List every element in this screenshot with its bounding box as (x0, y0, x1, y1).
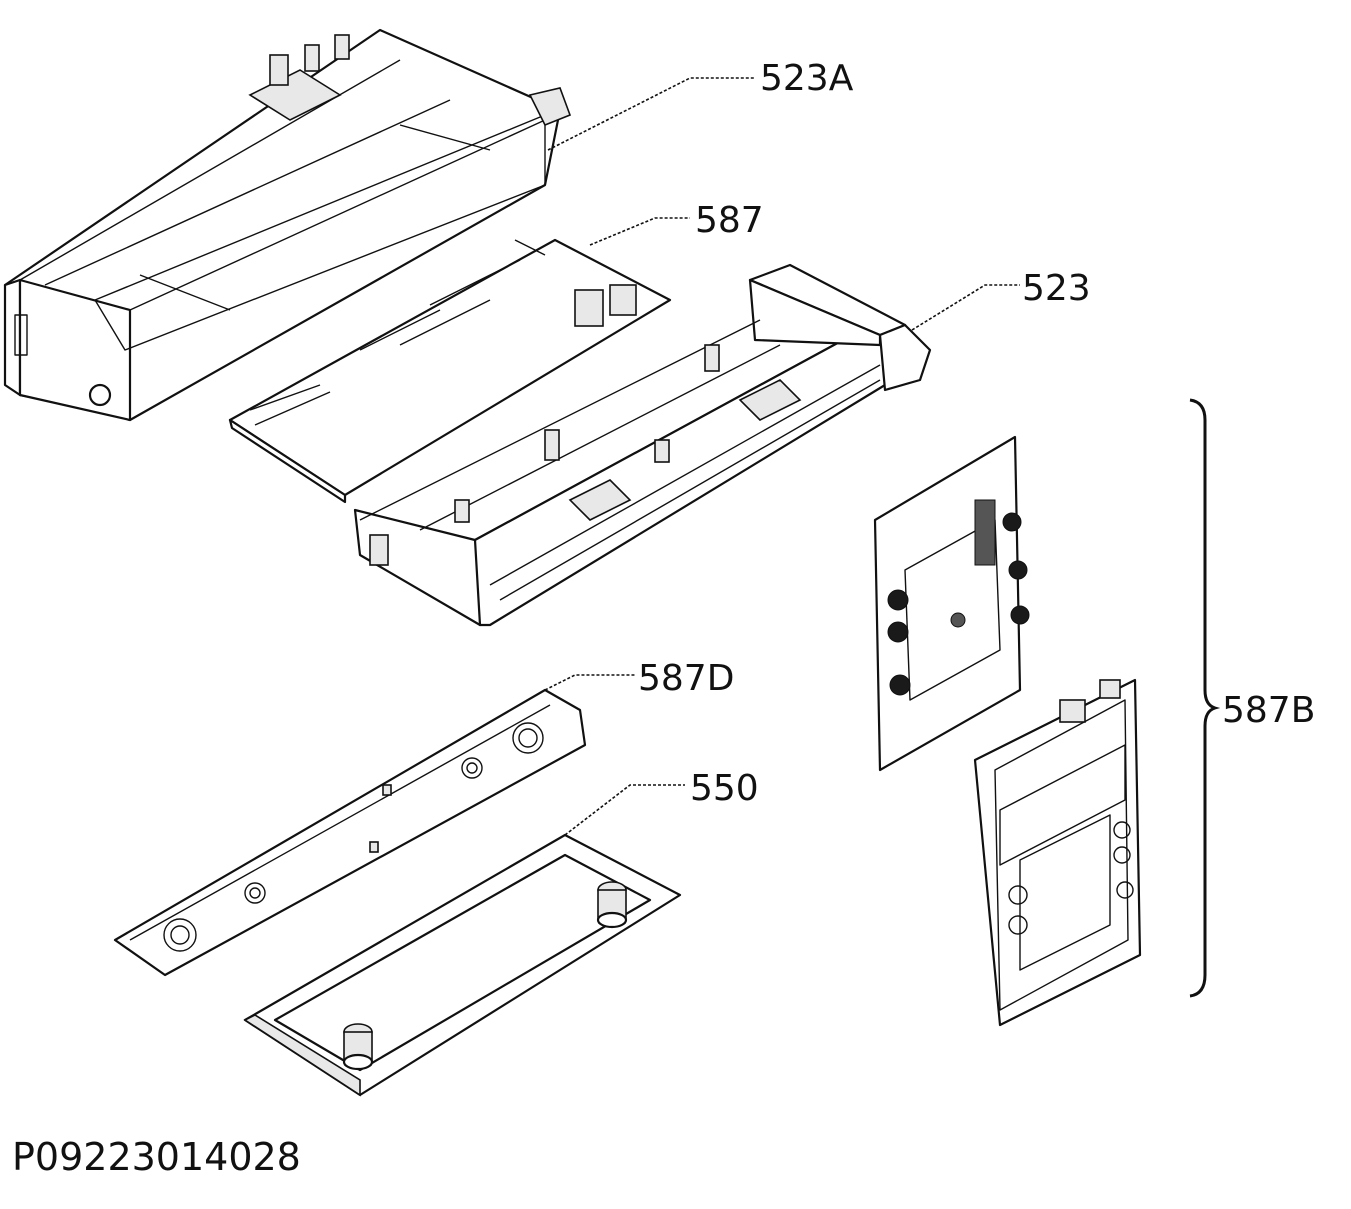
part-587-drawing (228, 238, 672, 504)
part-587d-drawing (113, 688, 587, 977)
leader-587d (544, 674, 635, 691)
label-587b: 587B (1222, 690, 1315, 731)
label-587: 587 (695, 200, 764, 241)
leader-523a (547, 77, 755, 151)
part-523-drawing (353, 263, 932, 627)
label-523a: 523A (760, 58, 854, 99)
drawing-code: P09223014028 (12, 1135, 301, 1179)
part-550-drawing (243, 833, 682, 1097)
leader-587 (589, 217, 690, 246)
label-550: 550 (690, 768, 759, 809)
label-587d: 587D (638, 658, 734, 699)
part-587b-board-drawing (873, 435, 1030, 772)
leader-523 (911, 284, 1020, 331)
part-523a-drawing (3, 28, 572, 422)
part-587b-housing-drawing (973, 678, 1142, 1027)
bracket-587b (1189, 398, 1221, 998)
leader-550 (564, 784, 685, 836)
label-523: 523 (1022, 268, 1091, 309)
